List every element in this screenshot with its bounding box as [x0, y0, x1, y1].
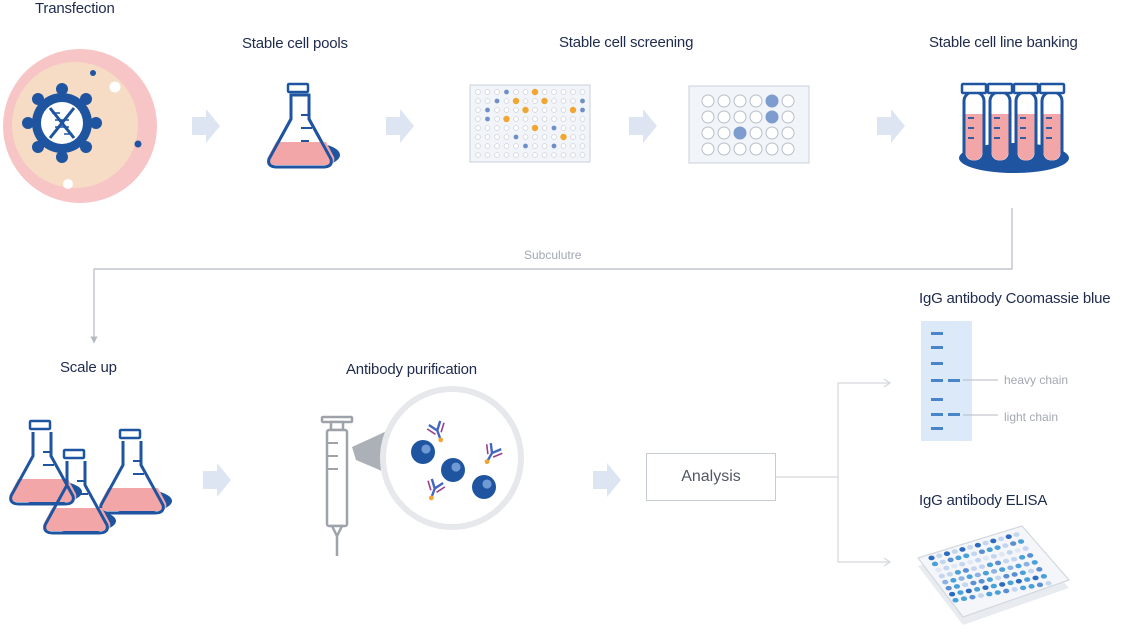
heavy-chain-label: heavy chain	[1004, 373, 1069, 387]
dna-icon	[22, 83, 102, 163]
step-title-banking: Stable cell line banking	[929, 34, 1078, 51]
step-arrow-icon	[192, 109, 905, 497]
gel-icon	[921, 321, 998, 441]
flask-icon	[9, 419, 172, 535]
light-chain-label: light chain	[1004, 410, 1059, 424]
step-title-screening: Stable cell screening	[559, 34, 694, 51]
antibody-icon	[380, 386, 524, 530]
analysis-label: Analysis	[681, 468, 741, 485]
step-title-stable-pools: Stable cell pools	[242, 35, 348, 52]
coomassie-title: IgG antibody Coomassie blue	[919, 290, 1111, 307]
elisa-title: IgG antibody ELISA	[919, 492, 1048, 509]
test-tube-icon	[959, 82, 1069, 173]
analysis-box: Analysis	[646, 453, 776, 501]
step-title-purification: Antibody purification	[346, 361, 477, 378]
step-title-scale-up: Scale up	[60, 359, 117, 376]
plate-icon	[469, 84, 591, 163]
step-title-transfection: Transfection	[35, 0, 115, 17]
elisa-plate-icon	[917, 525, 1071, 625]
subculture-label: Subculutre	[524, 248, 582, 262]
plate-icon	[688, 85, 810, 164]
flask-icon	[267, 82, 340, 169]
